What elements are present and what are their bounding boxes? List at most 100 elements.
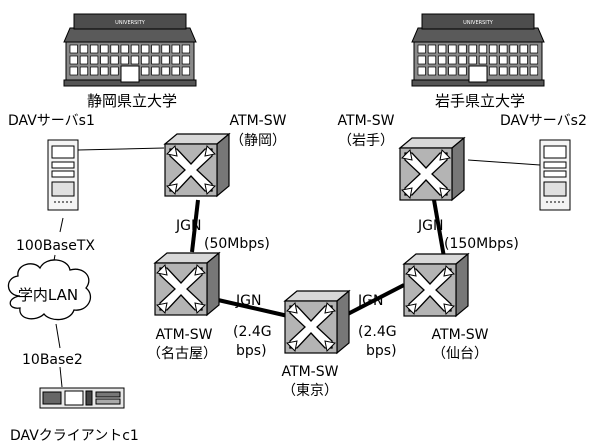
client-c1-icon[interactable] bbox=[40, 388, 124, 408]
building-door bbox=[469, 66, 487, 82]
building-window bbox=[459, 56, 467, 64]
building-window bbox=[479, 56, 487, 64]
switch-nagoya-line1: ATM-SW bbox=[156, 327, 213, 343]
building-window bbox=[510, 56, 518, 64]
building-window bbox=[520, 45, 528, 53]
building-window bbox=[182, 67, 190, 75]
building-window bbox=[70, 56, 78, 64]
switch-shizuoka-icon[interactable] bbox=[165, 134, 229, 196]
server-s2-icon[interactable] bbox=[540, 140, 570, 210]
building-window bbox=[141, 67, 149, 75]
building-window bbox=[418, 56, 426, 64]
switch-tokyo-icon[interactable] bbox=[285, 291, 349, 353]
building-window bbox=[141, 45, 149, 53]
switch-iwate-line1: ATM-SW bbox=[338, 113, 395, 129]
building-window bbox=[500, 56, 508, 64]
building-window bbox=[530, 45, 538, 53]
building-window bbox=[70, 67, 78, 75]
building-window bbox=[141, 56, 149, 64]
building-shizuoka: UNIVERSITY bbox=[64, 14, 196, 86]
building-window bbox=[428, 56, 436, 64]
building-window bbox=[428, 67, 436, 75]
building-window bbox=[510, 67, 518, 75]
building-iwate-caption: 岩手県立大学 bbox=[435, 92, 525, 110]
building-window bbox=[90, 56, 98, 64]
building-window bbox=[530, 56, 538, 64]
lan-downlink-label: 10Base2 bbox=[22, 352, 83, 368]
building-window bbox=[489, 56, 497, 64]
building-window bbox=[101, 45, 109, 53]
building-window bbox=[121, 45, 129, 53]
switch-sendai-icon[interactable] bbox=[404, 254, 468, 316]
switch-shizuoka-line2: （静岡） bbox=[230, 133, 286, 149]
link-right-speed: (150Mbps) bbox=[444, 236, 519, 252]
switch-nagoya-icon[interactable] bbox=[155, 253, 219, 315]
switch-tokyo-line2: （東京） bbox=[282, 383, 338, 399]
building-window bbox=[489, 67, 497, 75]
lan-cloud-label: 学内LAN bbox=[18, 286, 78, 304]
switch-sendai-line2: （仙台） bbox=[432, 346, 488, 362]
switch-shizuoka-line1: ATM-SW bbox=[230, 113, 287, 129]
building-window bbox=[469, 56, 477, 64]
building-window bbox=[111, 56, 119, 64]
link-nagoya-tokyo-name: JGN bbox=[235, 293, 261, 309]
building-window bbox=[182, 56, 190, 64]
building-window bbox=[428, 45, 436, 53]
building-window bbox=[101, 67, 109, 75]
link-sendai-tokyo-speed-2: bps) bbox=[366, 343, 397, 359]
switch-iwate-icon[interactable] bbox=[400, 138, 464, 200]
building-window bbox=[469, 45, 477, 53]
switch-iwate-line2: （岩手） bbox=[338, 133, 394, 149]
client-c1-label: DAVクライアントc1 bbox=[10, 428, 139, 444]
building-window bbox=[80, 56, 88, 64]
building-window bbox=[530, 67, 538, 75]
link-lan-downlink bbox=[56, 324, 60, 348]
switch-sendai-line1: ATM-SW bbox=[432, 327, 489, 343]
building-window bbox=[70, 45, 78, 53]
building-window bbox=[479, 45, 487, 53]
link-left-name: JGN bbox=[175, 218, 201, 234]
building-window bbox=[152, 56, 160, 64]
link-s1-lan bbox=[60, 218, 63, 232]
building-window bbox=[80, 67, 88, 75]
link-s1-switch-shizuoka bbox=[78, 148, 164, 150]
lan-uplink-label: 100BaseTX bbox=[16, 238, 95, 254]
building-door bbox=[121, 66, 139, 82]
building-window bbox=[510, 45, 518, 53]
building-window bbox=[172, 45, 180, 53]
building-window bbox=[121, 56, 129, 64]
building-shizuoka-sign: UNIVERSITY bbox=[115, 20, 146, 26]
building-window bbox=[90, 67, 98, 75]
link-nagoya-tokyo-speed-2: bps) bbox=[236, 343, 267, 359]
building-window bbox=[111, 45, 119, 53]
building-window bbox=[172, 56, 180, 64]
building-window bbox=[520, 67, 528, 75]
link-nagoya-tokyo-speed-1: (2.4G bbox=[233, 324, 272, 340]
building-window bbox=[520, 56, 528, 64]
building-window bbox=[111, 67, 119, 75]
building-window bbox=[500, 67, 508, 75]
link-right-name: JGN bbox=[417, 218, 443, 234]
building-window bbox=[418, 67, 426, 75]
building-window bbox=[182, 45, 190, 53]
building-window bbox=[90, 45, 98, 53]
building-iwate-sign: UNIVERSITY bbox=[463, 20, 494, 26]
server-s1-label: DAVサーバs1 bbox=[8, 113, 95, 129]
building-window bbox=[131, 56, 139, 64]
switch-tokyo-line1: ATM-SW bbox=[282, 364, 339, 380]
building-window bbox=[162, 45, 170, 53]
link-sendai-tokyo-name: JGN bbox=[357, 293, 383, 309]
building-window bbox=[80, 45, 88, 53]
building-window bbox=[152, 45, 160, 53]
link-sendai-tokyo-speed-1: (2.4G bbox=[358, 324, 397, 340]
server-s2-label: DAVサーバs2 bbox=[500, 113, 587, 129]
switch-nagoya-line2: （名古屋） bbox=[147, 346, 217, 362]
building-window bbox=[500, 45, 508, 53]
building-iwate: UNIVERSITY bbox=[412, 14, 544, 86]
link-s2-switch-iwate bbox=[468, 160, 540, 165]
server-s1-icon[interactable] bbox=[48, 140, 78, 210]
building-window bbox=[449, 45, 457, 53]
building-window bbox=[131, 45, 139, 53]
building-window bbox=[449, 67, 457, 75]
building-window bbox=[162, 67, 170, 75]
